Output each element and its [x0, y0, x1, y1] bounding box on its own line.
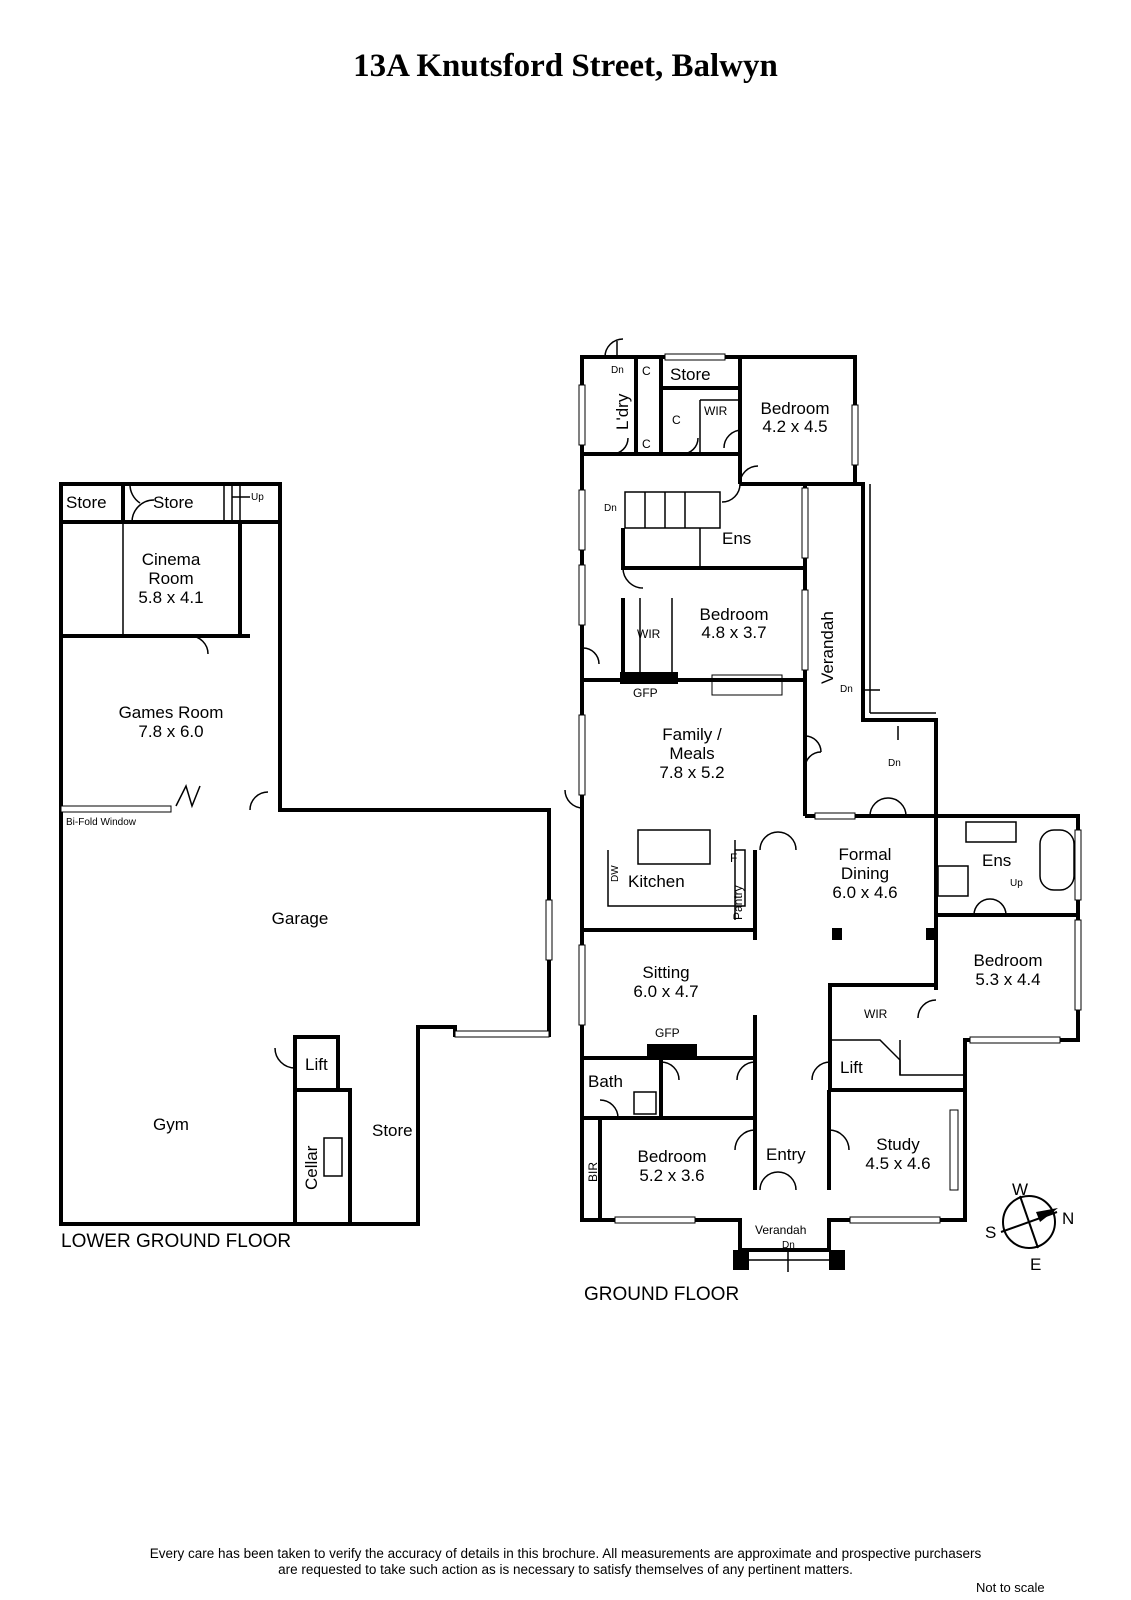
bifold-window-label: Bi-Fold Window: [66, 817, 137, 828]
disclaimer-line-2: are requested to take such action as is …: [278, 1562, 853, 1577]
store-label-3: Store: [372, 1121, 413, 1140]
c-label-2: C: [672, 413, 681, 427]
laundry-label: L'dry: [613, 393, 632, 430]
c-label-1: C: [642, 364, 651, 378]
fridge-label: F: [730, 851, 737, 865]
cinema-dims: 5.8 x 4.1: [138, 588, 203, 607]
store-label-2: Store: [153, 493, 194, 512]
disclaimer: Every care has been taken to verify the …: [0, 1546, 1131, 1578]
compass-w: W: [1012, 1180, 1028, 1199]
up-label: Up: [251, 492, 264, 503]
bedroom-2-label: Bedroom: [700, 605, 769, 624]
lift-label-lower: Lift: [305, 1055, 328, 1074]
c-label-3: C: [642, 437, 651, 451]
floor-plan: Store Store Up Cinema Room 5.8 x 4.1 Gam…: [59, 338, 1082, 1305]
wir-label-2: WIR: [637, 627, 661, 641]
compass-n: N: [1062, 1209, 1074, 1228]
dn-label-stair: Dn: [604, 503, 617, 514]
kitchen-label: Kitchen: [628, 872, 685, 891]
family-meals-label: Family /: [662, 725, 722, 744]
pantry-label: Pantry: [731, 885, 745, 920]
lift-label-ground: Lift: [840, 1058, 863, 1077]
wir-label-1: WIR: [704, 404, 728, 418]
compass-e: E: [1030, 1255, 1041, 1274]
store-label-1: Store: [66, 493, 107, 512]
family-meals-dims: 7.8 x 5.2: [659, 763, 724, 782]
verandah-front-label: Verandah: [755, 1223, 806, 1237]
ground-floor-label: GROUND FLOOR: [584, 1284, 739, 1305]
bedroom-1-label: Bedroom: [761, 399, 830, 418]
scale-note: Not to scale: [976, 1580, 1045, 1595]
disclaimer-line-1: Every care has been taken to verify the …: [149, 1546, 982, 1561]
bedroom-2-dims: 4.8 x 3.7: [701, 623, 766, 642]
formal-dining-label: Formal: [839, 845, 892, 864]
formal-dining-label-2: Dining: [841, 864, 889, 883]
bedroom-1-dims: 4.2 x 4.5: [762, 417, 827, 436]
games-room-dims: 7.8 x 6.0: [138, 722, 203, 741]
gfp-label-1: GFP: [633, 686, 658, 700]
bedroom-4-dims: 5.2 x 3.6: [639, 1166, 704, 1185]
bath-label: Bath: [588, 1072, 623, 1091]
ground-floor-walls: [564, 338, 1082, 1272]
cellar-label: Cellar: [302, 1145, 321, 1190]
plan-title: 13A Knutsford Street, Balwyn: [353, 48, 778, 84]
cinema-label-2: Room: [148, 569, 193, 588]
lower-ground-floor-label: LOWER GROUND FLOOR: [61, 1231, 291, 1252]
sitting-label: Sitting: [642, 963, 689, 982]
entry-label: Entry: [766, 1145, 806, 1164]
games-room-label: Games Room: [119, 703, 224, 722]
verandah-side-label: Verandah: [818, 611, 837, 684]
lower-ground-walls: [59, 482, 553, 1226]
bedroom-4-label: Bedroom: [638, 1147, 707, 1166]
ensuite-1-label: Ens: [722, 529, 751, 548]
bir-label: BIR: [586, 1162, 600, 1182]
gym-label: Gym: [153, 1115, 189, 1134]
family-meals-label-2: Meals: [669, 744, 714, 763]
dishwasher-label: DW: [610, 865, 621, 882]
sitting-dims: 6.0 x 4.7: [633, 982, 698, 1001]
bedroom-3-label: Bedroom: [974, 951, 1043, 970]
garage-label: Garage: [272, 909, 329, 928]
store-label-ground: Store: [670, 365, 711, 384]
wir-label-3: WIR: [864, 1007, 888, 1021]
ensuite-2-label: Ens: [982, 851, 1011, 870]
study-label: Study: [876, 1135, 920, 1154]
study-dims: 4.5 x 4.6: [865, 1154, 930, 1173]
up-label-ground: Up: [1010, 878, 1023, 889]
bedroom-3-dims: 5.3 x 4.4: [975, 970, 1040, 989]
compass-icon: [1000, 1195, 1058, 1249]
gfp-label-2: GFP: [655, 1026, 680, 1040]
formal-dining-dims: 6.0 x 4.6: [832, 883, 897, 902]
dn-label-verandah-1: Dn: [840, 684, 853, 695]
dn-label-front: Dn: [782, 1240, 795, 1251]
compass-s: S: [985, 1223, 996, 1242]
dn-label-top: Dn: [611, 365, 624, 376]
dn-label-verandah-2: Dn: [888, 758, 901, 769]
cinema-label: Cinema: [142, 550, 201, 569]
